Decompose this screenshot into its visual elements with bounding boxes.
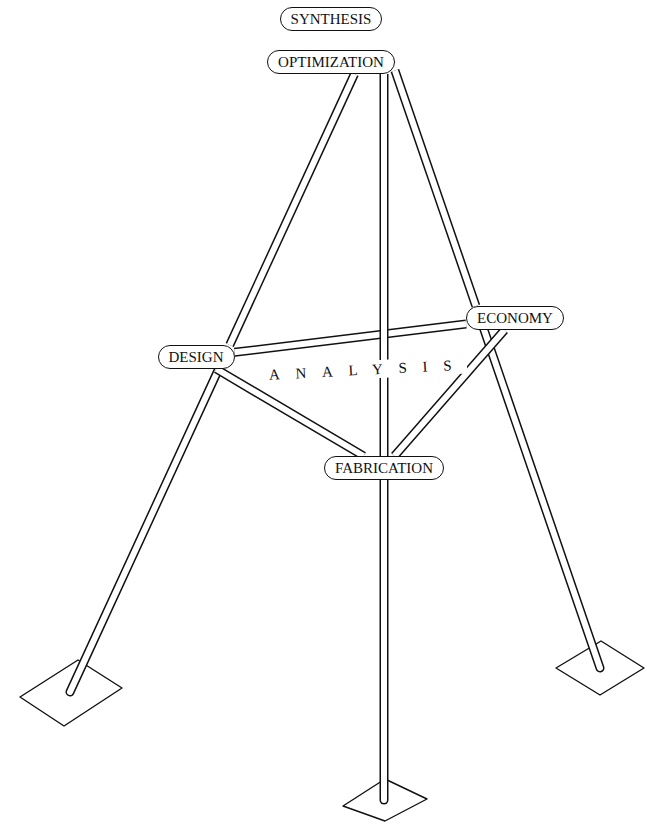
tripod-leg (480, 318, 600, 668)
node-text: DESIGN (169, 348, 224, 366)
strut-outline (230, 74, 355, 345)
rounded-label-box: OPTIMIZATION (267, 50, 395, 74)
tripod-leg (384, 468, 385, 800)
strut-connector (395, 70, 476, 306)
rounded-label-box: ECONOMY (466, 306, 564, 330)
strut-outline (235, 324, 467, 352)
strut-fill (394, 330, 504, 456)
node-text: SYNTHESIS (291, 10, 372, 28)
node-text: FABRICATION (335, 459, 433, 477)
strut-connector (235, 324, 467, 352)
strut-fill (395, 70, 476, 306)
strut-fill (381, 74, 387, 456)
tripod-leg (70, 357, 224, 692)
node-text: OPTIMIZATION (278, 53, 384, 71)
rounded-label-box: SYNTHESIS (280, 7, 383, 31)
strut-connector (230, 74, 355, 345)
rounded-label-box: FABRICATION (324, 456, 444, 480)
strut-connector (384, 74, 385, 456)
strut-connector (394, 330, 504, 456)
strut-outline (380, 74, 389, 456)
strut-fill (235, 324, 467, 352)
strut-outline (394, 330, 504, 456)
rounded-label-box: DESIGN (158, 345, 235, 369)
strut-outline (395, 70, 476, 306)
node-text: ECONOMY (477, 309, 553, 327)
region-label: ANALYSIS (252, 355, 467, 384)
strut-fill (230, 74, 355, 345)
